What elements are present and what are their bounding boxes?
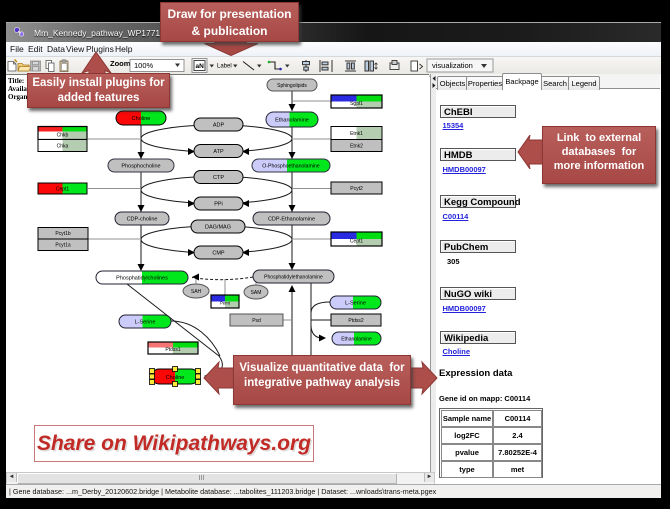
svg-text:L-Serine: L-Serine bbox=[345, 300, 366, 306]
svg-text:Pcyt2: Pcyt2 bbox=[350, 186, 363, 192]
svg-text:Phosphatidylcholines: Phosphatidylcholines bbox=[116, 275, 168, 281]
svg-text:Choline: Choline bbox=[132, 116, 151, 122]
svg-text:Cept1: Cept1 bbox=[350, 238, 364, 244]
svg-text:CMP: CMP bbox=[212, 250, 225, 256]
svg-text:SAH: SAH bbox=[191, 289, 202, 295]
svg-text:CDP-Ethanolamine: CDP-Ethanolamine bbox=[268, 216, 315, 222]
svg-text:Label: Label bbox=[217, 64, 232, 70]
svg-text:Sphingolipids: Sphingolipids bbox=[277, 83, 307, 89]
svg-text:Ethanolamine: Ethanolamine bbox=[275, 117, 309, 123]
svg-text:aN: aN bbox=[196, 63, 205, 70]
svg-text:Chka: Chka bbox=[57, 143, 69, 149]
svg-text:Organis: Organis bbox=[8, 93, 32, 101]
svg-text:CDP-choline: CDP-choline bbox=[127, 216, 158, 222]
svg-text:Ethanolamine: Ethanolamine bbox=[341, 336, 372, 342]
svg-text:Phosphocholine: Phosphocholine bbox=[121, 163, 160, 169]
svg-text:SAM: SAM bbox=[251, 290, 262, 296]
svg-text:Choline: Choline bbox=[166, 375, 185, 381]
svg-text:Zoom:: Zoom: bbox=[110, 59, 133, 68]
svg-text:Title:: Title: bbox=[8, 77, 24, 85]
svg-text:Ptdss1: Ptdss1 bbox=[165, 347, 181, 353]
svg-text:CTP: CTP bbox=[213, 175, 224, 181]
svg-text:visualization: visualization bbox=[432, 61, 473, 70]
svg-text:O-Phosphoethanolamine: O-Phosphoethanolamine bbox=[262, 163, 320, 169]
svg-text:Ptdss2: Ptdss2 bbox=[348, 318, 364, 324]
svg-text:Phosphatidylethanolamine: Phosphatidylethanolamine bbox=[264, 274, 323, 280]
svg-text:Chkb: Chkb bbox=[57, 132, 69, 138]
svg-text:Psd: Psd bbox=[252, 318, 261, 324]
svg-text:Pemt: Pemt bbox=[220, 301, 231, 306]
svg-text:Cept1: Cept1 bbox=[56, 186, 70, 192]
svg-text:L-Serine: L-Serine bbox=[135, 319, 156, 325]
svg-text:Availab: Availab bbox=[8, 85, 31, 93]
svg-text:Etnk2: Etnk2 bbox=[350, 143, 363, 149]
svg-text:100%: 100% bbox=[134, 61, 154, 70]
svg-text:ATP: ATP bbox=[213, 149, 224, 155]
svg-text:Sgpl1: Sgpl1 bbox=[350, 101, 363, 107]
svg-text:ADP: ADP bbox=[213, 122, 225, 128]
svg-text:PPi: PPi bbox=[214, 201, 223, 207]
svg-text:DAG/MAG: DAG/MAG bbox=[205, 224, 231, 230]
svg-text:Etnk1: Etnk1 bbox=[350, 131, 363, 137]
svg-text:Pcyt1a: Pcyt1a bbox=[55, 243, 71, 249]
svg-text:Pcyt1b: Pcyt1b bbox=[55, 231, 71, 237]
